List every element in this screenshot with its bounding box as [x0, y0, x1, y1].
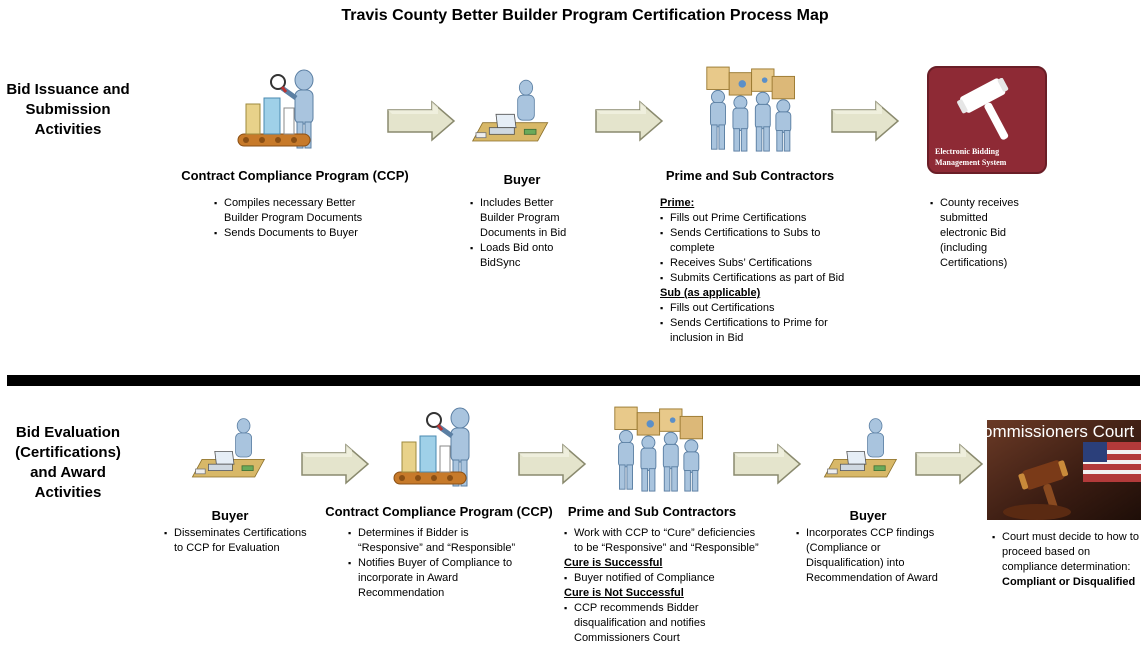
prime-heading: Prime:	[660, 197, 695, 209]
bullet-item: Includes Better Builder Program Document…	[470, 196, 570, 241]
bidding-system-caption: Electronic Bidding Management System	[935, 147, 1007, 167]
cure-success-heading: Cure is Successful	[564, 557, 663, 569]
bullet-item: Compiles necessary Better Builder Progra…	[214, 196, 374, 226]
cure-fail-heading: Cure is Not Successful	[564, 587, 684, 599]
bullet-item: Receives Subs’ Certifications	[660, 256, 850, 271]
flow-arrow	[517, 443, 587, 485]
top-contractors-name: Prime and Sub Contractors	[665, 168, 835, 183]
bottom-ccp-name: Contract Compliance Program (CCP)	[325, 504, 553, 519]
bullet-item: Buyer notified of Compliance	[564, 571, 760, 586]
flow-arrow	[386, 100, 456, 142]
bullet-item: Notifies Buyer of Compliance to incorpor…	[348, 556, 528, 601]
bottom-contractors-name: Prime and Sub Contractors	[567, 504, 737, 519]
commissioners-court-image: ommissioners Court	[987, 420, 1141, 520]
bottom-buyer2-bullets: Incorporates CCP findings (Compliance or…	[796, 526, 954, 586]
bullet-item: Sends Documents to Buyer	[214, 226, 374, 241]
buyer-icon	[186, 412, 282, 494]
contractors-icon	[598, 398, 710, 502]
bullet-item: Incorporates CCP findings (Compliance or…	[796, 526, 954, 586]
section-divider	[7, 375, 1140, 386]
bottom-ccp-bullets: Determines if Bidder is “Responsive” and…	[348, 526, 528, 601]
top-buyer-bullets: Includes Better Builder Program Document…	[470, 196, 570, 271]
court-bullet-text: Court must decide to how to proceed base…	[1002, 531, 1139, 573]
buyer-icon	[466, 72, 566, 160]
flow-arrow	[594, 100, 664, 142]
bullet-item: County receives submitted electronic Bid…	[930, 196, 1030, 271]
court-bullet-emphasis: Compliant or Disqualified	[1002, 576, 1136, 588]
ccp-icon	[388, 400, 508, 500]
bullet-item: Sends Certifications to Subs to complete	[660, 226, 850, 256]
top-ccp-bullets: Compiles necessary Better Builder Progra…	[214, 196, 374, 241]
bullet-item: Determines if Bidder is “Responsive” and…	[348, 526, 528, 556]
bullet-item: Loads Bid onto BidSync	[470, 241, 570, 271]
court-image-text: ommissioners Court	[987, 422, 1135, 441]
bottom-buyer1-bullets: Disseminates Certifications to CCP for E…	[164, 526, 314, 556]
bullet-item: Court must decide to how to proceed base…	[992, 530, 1142, 590]
contractors-icon	[690, 58, 802, 162]
page-title: Travis County Better Builder Program Cer…	[341, 7, 829, 24]
flow-arrow	[300, 443, 370, 485]
bullet-item: Fills out Certifications	[660, 301, 850, 316]
bullet-item: Fills out Prime Certifications	[660, 211, 850, 226]
bottom-court-bullets: Court must decide to how to proceed base…	[992, 530, 1142, 590]
bidding-system-card: Electronic Bidding Management System	[927, 66, 1047, 174]
courtroom-gavel-photo	[987, 420, 1141, 520]
bullet-item: Disseminates Certifications to CCP for E…	[164, 526, 314, 556]
ccp-icon	[232, 62, 352, 162]
flow-arrow	[914, 443, 984, 485]
bottom-contractors-bullets: Work with CCP to “Cure” deficiencies to …	[564, 526, 760, 646]
bottom-buyer1-name: Buyer	[211, 508, 249, 523]
sub-heading: Sub (as applicable)	[660, 287, 761, 299]
top-ccp-name: Contract Compliance Program (CCP)	[181, 168, 409, 183]
bottom-buyer2-name: Buyer	[849, 508, 887, 523]
row-label-bid-issuance: Bid Issuance and Submission Activities	[6, 81, 130, 138]
gavel-icon	[957, 78, 1009, 140]
bullet-item: Sends Certifications to Prime for inclus…	[660, 316, 850, 346]
flow-arrow	[830, 100, 900, 142]
bullet-item: CCP recommends Bidder disqualification a…	[564, 601, 760, 646]
top-contractors-bullets: Prime: Fills out Prime Certifications Se…	[660, 196, 850, 346]
top-county-bullets: County receives submitted electronic Bid…	[930, 196, 1030, 271]
flow-arrow	[732, 443, 802, 485]
bullet-item: Submits Certifications as part of Bid	[660, 271, 850, 286]
row-label-bid-evaluation: Bid Evaluation (Certifications) and Awar…	[15, 424, 121, 501]
top-buyer-name: Buyer	[503, 172, 541, 187]
bullet-item: Work with CCP to “Cure” deficiencies to …	[564, 526, 760, 556]
buyer-icon	[818, 412, 914, 494]
